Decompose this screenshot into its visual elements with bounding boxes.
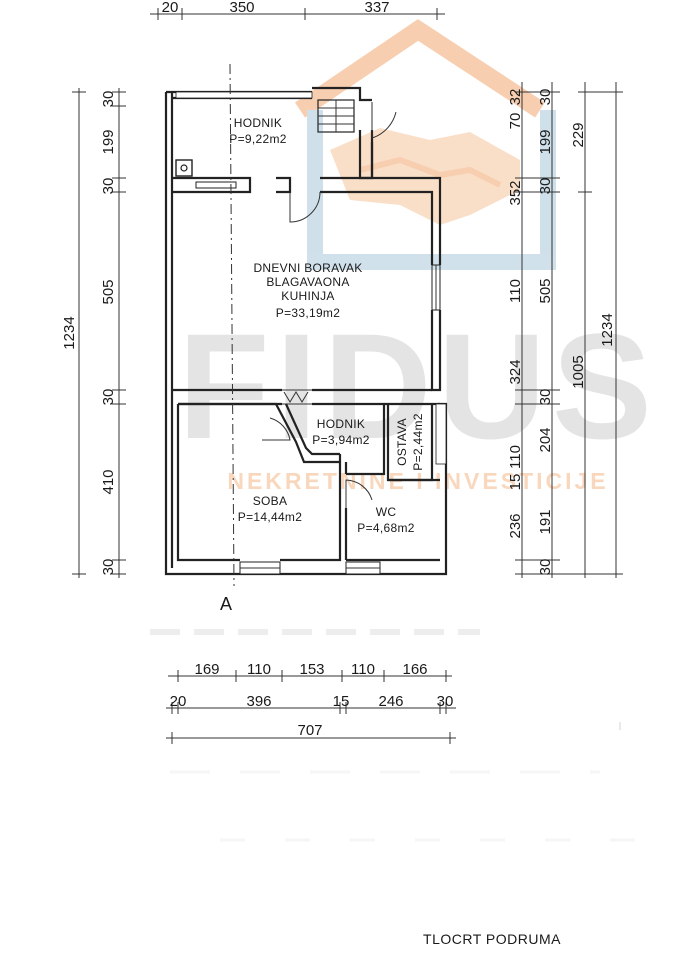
dim-bottom-2-4: 246 bbox=[378, 693, 403, 710]
bottom-dimension-row-2: 20 396 15 246 30 bbox=[166, 693, 456, 714]
scan-artifacts bbox=[150, 629, 640, 842]
room-area: P=14,44m2 bbox=[238, 510, 302, 524]
dim-right-c2-6: 204 bbox=[537, 427, 554, 452]
room-label-living: DNEVNI BORAVAK BLAGAVAONA KUHINJA P=33,1… bbox=[253, 261, 362, 320]
room-area: P=2,44m2 bbox=[411, 413, 425, 470]
room-name: SOBA bbox=[253, 494, 288, 508]
bottom-dimension-total: 707 bbox=[166, 722, 456, 744]
room-area: P=9,22m2 bbox=[229, 132, 286, 146]
dim-right-c2-8: 30 bbox=[537, 559, 554, 576]
dim-right-c2-2: 199 bbox=[537, 129, 554, 154]
windows bbox=[175, 91, 447, 575]
dim-right-c3-2: 1005 bbox=[570, 355, 587, 388]
dim-right-c2-7: 191 bbox=[537, 509, 554, 534]
dim-bottom-1-4: 110 bbox=[351, 661, 375, 678]
dim-left-2: 199 bbox=[100, 129, 117, 154]
door-swings bbox=[262, 102, 397, 508]
section-line-a: A bbox=[220, 63, 235, 614]
room-label-soba: SOBA P=14,44m2 bbox=[238, 494, 302, 524]
dim-right-c2-3: 30 bbox=[537, 178, 554, 195]
room-label-ostava: OSTAVA P=2,44m2 bbox=[395, 413, 425, 470]
watermark-logo bbox=[294, 19, 556, 270]
room-name: OSTAVA bbox=[395, 418, 409, 466]
room-area: P=33,19m2 bbox=[276, 306, 340, 320]
dim-bottom-1-5: 166 bbox=[402, 661, 427, 678]
room-label-hodnik-2: HODNIK P=3,94m2 bbox=[312, 417, 369, 447]
bottom-dimension-row-1: 169 110 153 110 166 bbox=[168, 661, 452, 682]
dim-bottom-2-1: 20 bbox=[170, 693, 187, 710]
room-name: WC bbox=[376, 505, 397, 519]
dim-right-total: 1234 bbox=[599, 313, 616, 346]
dim-bottom-1-2: 110 bbox=[247, 661, 271, 678]
dim-bottom-2-5: 30 bbox=[437, 693, 454, 710]
dim-bottom-2-2: 396 bbox=[246, 693, 271, 710]
watermark-brand: FIDUS bbox=[178, 302, 658, 470]
dim-left-5: 30 bbox=[100, 389, 117, 406]
room-label-hodnik-1: HODNIK P=9,22m2 bbox=[229, 116, 286, 146]
dim-right-c1-2: 32 bbox=[507, 89, 524, 106]
dim-top-1: 20 bbox=[162, 0, 179, 16]
dim-right-c1-1: 70 bbox=[507, 113, 524, 130]
dim-right-c1-6: 110 bbox=[507, 445, 524, 469]
right-dimension-lines: 70 32 352 110 324 110 15 236 30 199 30 5… bbox=[507, 82, 623, 578]
dim-left-7: 30 bbox=[100, 559, 117, 576]
room-area: P=3,94m2 bbox=[312, 433, 369, 447]
dim-bottom-1-3: 153 bbox=[299, 661, 324, 678]
drawing-title: TLOCRT PODRUMA bbox=[423, 931, 561, 947]
room-label-wc: WC P=4,68m2 bbox=[357, 505, 414, 535]
dim-bottom-total: 707 bbox=[297, 722, 322, 739]
room-area: P=4,68m2 bbox=[357, 521, 414, 535]
dim-right-c1-8: 236 bbox=[507, 513, 524, 538]
dim-left-1: 30 bbox=[100, 91, 117, 108]
dim-bottom-1-1: 169 bbox=[194, 661, 219, 678]
dim-right-c2-4: 505 bbox=[537, 278, 554, 303]
dim-top-2: 350 bbox=[229, 0, 254, 16]
left-dimension-lines: 1234 30 199 30 505 30 410 30 bbox=[61, 88, 126, 578]
room-name-line-2: BLAGAVAONA bbox=[266, 275, 349, 289]
dim-right-c1-3: 352 bbox=[507, 180, 524, 205]
room-name: HODNIK bbox=[234, 116, 282, 130]
dim-bottom-2-3: 15 bbox=[333, 693, 350, 710]
room-name-line-3: KUHINJA bbox=[281, 289, 334, 303]
dim-right-c1-4: 110 bbox=[507, 279, 524, 303]
dim-left-total: 1234 bbox=[61, 316, 78, 349]
dim-top-3: 337 bbox=[364, 0, 389, 16]
dim-left-6: 410 bbox=[100, 469, 117, 494]
dim-right-c3-1: 229 bbox=[570, 122, 587, 147]
dim-right-c2-5: 30 bbox=[537, 389, 554, 406]
dim-right-c1-7: 15 bbox=[507, 474, 524, 491]
top-dimension-line: 20 350 337 bbox=[150, 0, 445, 20]
dim-left-3: 30 bbox=[100, 178, 117, 195]
dim-right-c1-5: 324 bbox=[507, 359, 524, 384]
dim-right-c2-1: 30 bbox=[537, 89, 554, 106]
room-name-line-1: DNEVNI BORAVAK bbox=[253, 261, 362, 275]
section-marker: A bbox=[220, 594, 232, 614]
room-name: HODNIK bbox=[317, 417, 365, 431]
dim-left-4: 505 bbox=[100, 279, 117, 304]
